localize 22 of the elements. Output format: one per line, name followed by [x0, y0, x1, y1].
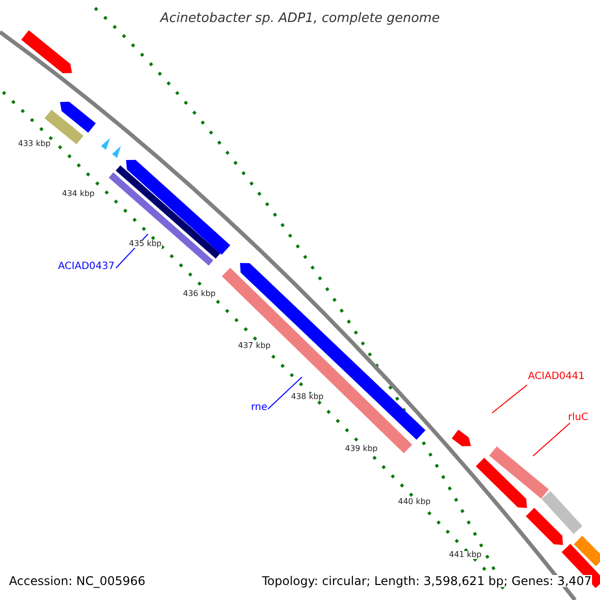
scale-label: 434 kbp — [62, 190, 95, 198]
scale-label: 441 kbp — [449, 551, 482, 559]
scale-label: 433 kbp — [18, 140, 51, 148]
scale-label: 438 kbp — [291, 393, 324, 401]
leader-line — [492, 384, 528, 414]
scale-label: 437 kbp — [238, 342, 271, 350]
leader-line — [532, 422, 570, 456]
gene-feature — [452, 430, 471, 446]
gene-feature — [222, 268, 412, 454]
title: Acinetobacter sp. ADP1, complete genome — [158, 12, 441, 25]
gene-label: ACIAD0441 — [528, 372, 585, 382]
gene-label: rluC — [568, 413, 588, 423]
scale-label: 439 kbp — [345, 445, 378, 453]
footer-text: Topology: circular; Length: 3,598,621 bp; Genes: 3,407 — [262, 575, 592, 587]
leader-line — [268, 376, 302, 410]
gene-label: ACIAD0437 — [58, 262, 115, 272]
gene-label: rne — [251, 403, 268, 413]
footer-text: Accession: NC_005966 — [9, 575, 146, 587]
scale-label: 440 kbp — [398, 498, 431, 506]
gene-feature — [489, 446, 549, 499]
scale-label: 436 kbp — [183, 290, 216, 298]
scale-label: 435 kbp — [129, 240, 162, 248]
